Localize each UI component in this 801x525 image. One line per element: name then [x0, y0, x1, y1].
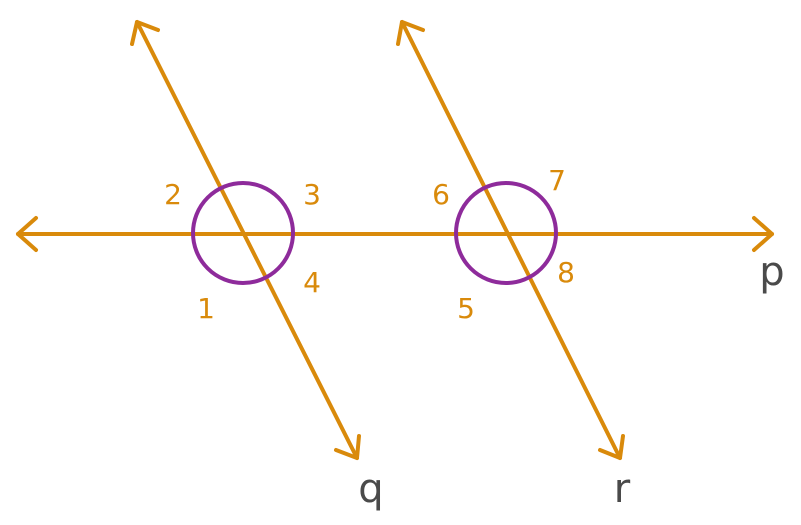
line-q-arrowhead-bottom: [334, 434, 361, 460]
angle-label-1: 1: [197, 292, 215, 325]
line-r-segment: [400, 20, 622, 460]
line-p-arrowhead-left: [16, 216, 38, 252]
line-label-p: p: [759, 249, 784, 295]
angle-label-3: 3: [303, 178, 321, 211]
line-r-arrowhead-bottom: [598, 434, 625, 460]
line-q-arrowhead-top: [130, 20, 160, 46]
angle-label-7: 7: [548, 164, 566, 197]
angle-label-6: 6: [432, 178, 450, 211]
intersection-circle-r: [454, 181, 558, 285]
line-p-arrowhead-right: [752, 216, 774, 252]
angle-label-4: 4: [303, 266, 321, 299]
line-p: [16, 216, 774, 252]
angle-label-8: 8: [557, 256, 575, 289]
intersection-circle-q: [191, 181, 295, 285]
angle-label-2: 2: [164, 178, 182, 211]
line-r-arrowhead-top: [396, 20, 425, 46]
line-q: [130, 20, 361, 460]
line-q-segment: [135, 20, 359, 460]
line-label-q: q: [358, 466, 383, 512]
angle-label-5: 5: [457, 292, 475, 325]
line-label-r: r: [614, 466, 631, 512]
line-r: [396, 20, 625, 460]
